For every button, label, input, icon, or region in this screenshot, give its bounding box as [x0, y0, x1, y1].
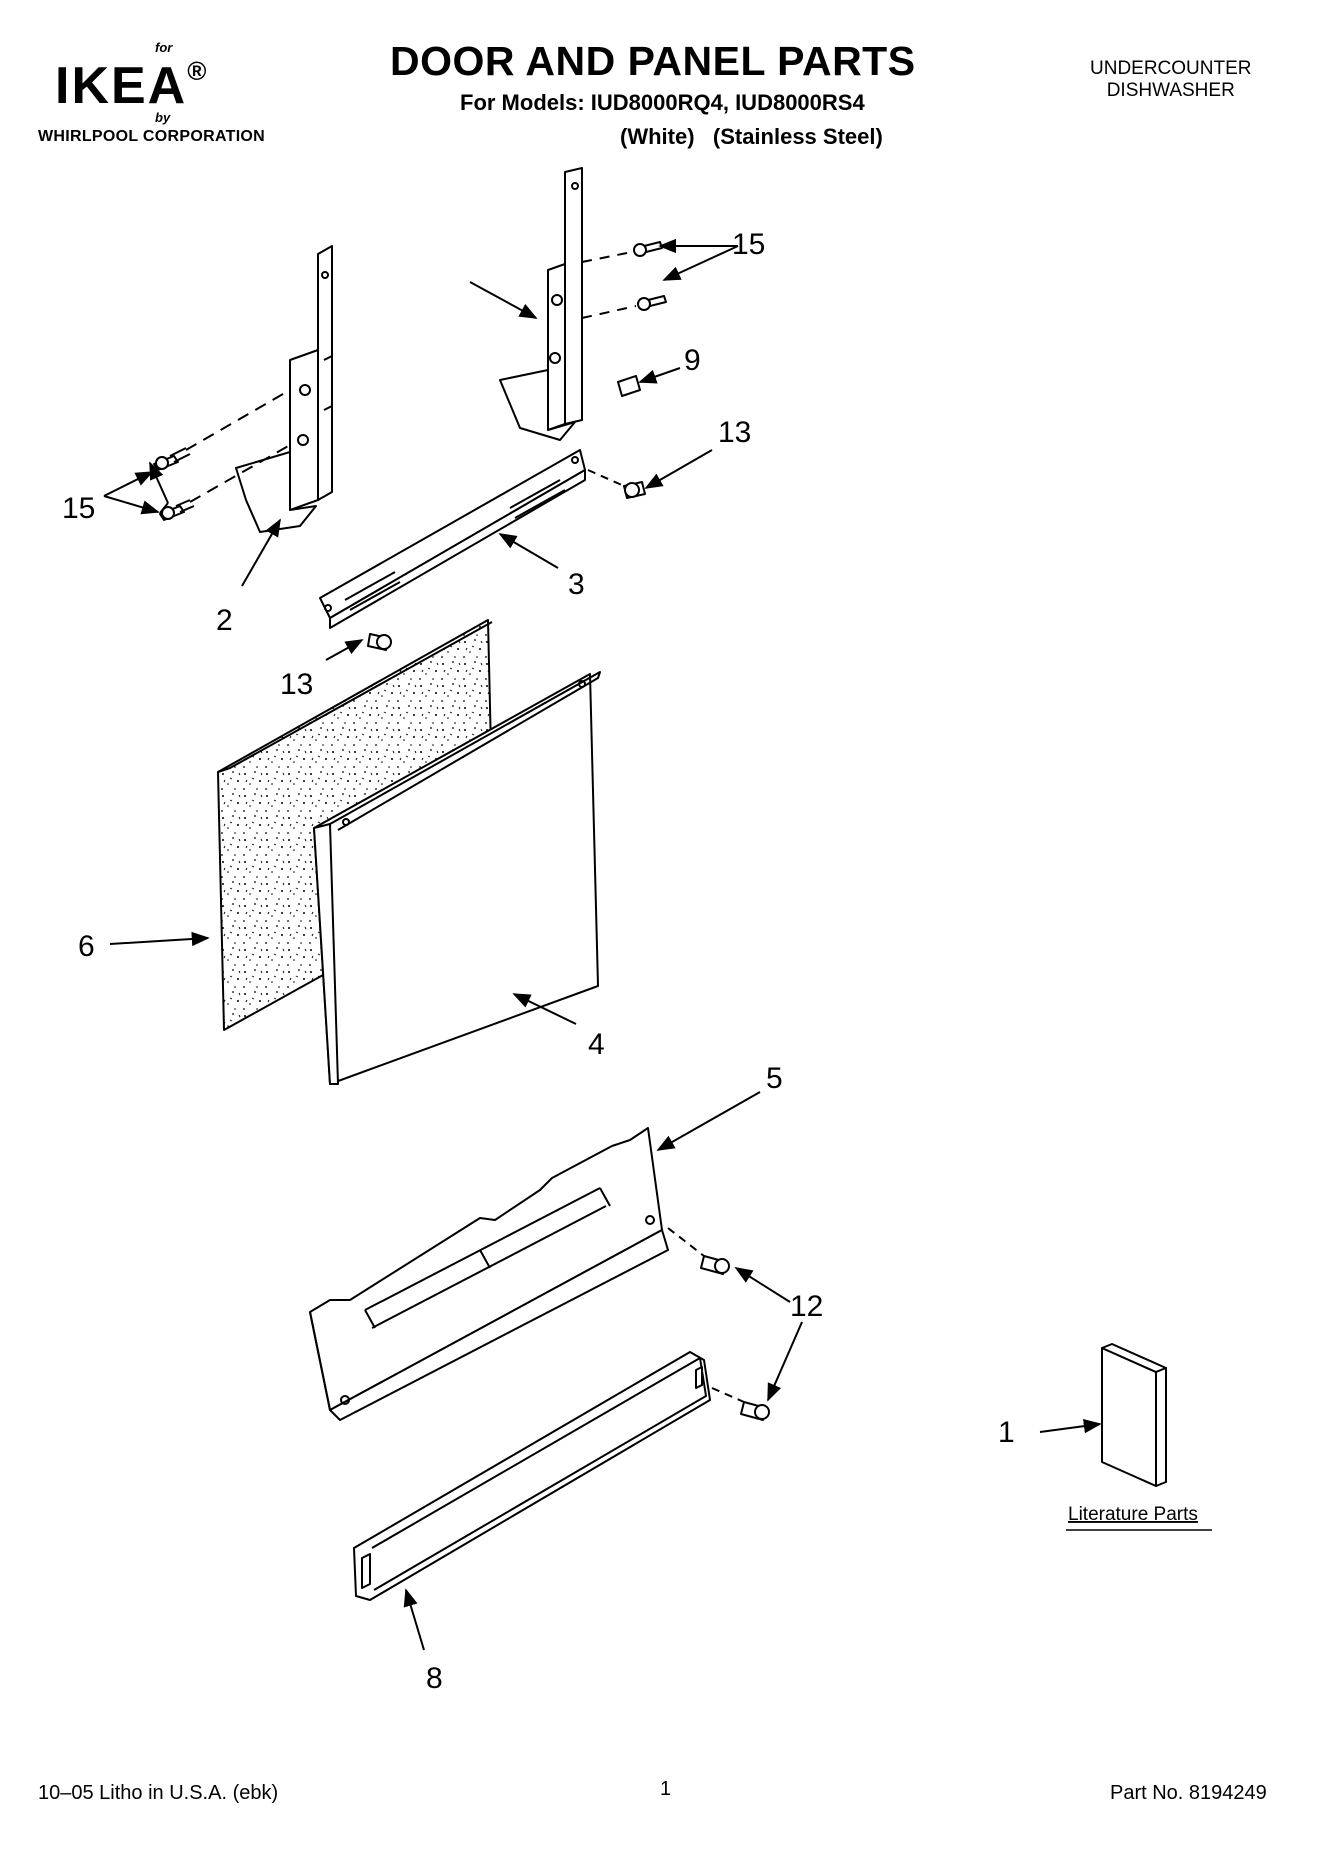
callout-6: 6	[78, 930, 95, 963]
registered-mark: ®	[187, 56, 209, 86]
brand-by-text: by	[155, 110, 171, 125]
callout-15-right: 15	[732, 228, 765, 261]
page-number: 1	[660, 1778, 672, 1800]
callout-9: 9	[684, 344, 701, 377]
clip-part-9	[617, 375, 641, 397]
screw-12-lower	[740, 1401, 770, 1421]
rail-bracket	[319, 449, 586, 629]
callout-3: 3	[568, 568, 585, 601]
callout-1: 1	[998, 1416, 1015, 1449]
callout-5: 5	[766, 1062, 783, 1095]
screw-12-upper	[700, 1255, 730, 1275]
litho-note: 10–05 Litho in U.S.A. (ebk)	[38, 1782, 279, 1804]
screw-15-left-upper	[153, 447, 191, 471]
ikea-logo: IKEA®	[55, 56, 208, 116]
literature-parts-label: Literature Parts	[1068, 1504, 1198, 1525]
product-type: UNDERCOUNTER DISHWASHER	[1090, 58, 1252, 102]
door-panel	[313, 671, 601, 1085]
screw-15-left-lower	[159, 499, 195, 521]
toe-panel	[309, 1127, 669, 1421]
brand-for-text: for	[155, 40, 173, 55]
callout-13-left: 13	[280, 668, 313, 701]
brand-name: IKEA	[55, 57, 188, 115]
literature-book	[1101, 1343, 1167, 1487]
variants-line: (White) (Stainless Steel)	[620, 124, 883, 149]
screw-13-right	[623, 481, 646, 499]
hinge-bracket-left	[235, 245, 333, 533]
screw-13-left	[367, 633, 392, 651]
screw-15-right-upper	[633, 241, 663, 257]
brand-corporation: WHIRLPOOL CORPORATION	[38, 128, 266, 145]
screw-15-right-lower	[637, 295, 667, 311]
hinge-bracket-right	[499, 167, 583, 441]
callout-4: 4	[588, 1028, 605, 1061]
product-type-line2: DISHWASHER	[1106, 80, 1235, 101]
page-title: DOOR AND PANEL PARTS	[390, 38, 916, 84]
models-line: For Models: IUD8000RQ4, IUD8000RS4	[460, 90, 865, 115]
callout-13-right: 13	[718, 416, 751, 449]
part-number: Part No. 8194249	[1110, 1782, 1267, 1804]
callout-2: 2	[216, 604, 233, 637]
product-type-line1: UNDERCOUNTER	[1090, 58, 1252, 79]
base-rail	[353, 1351, 711, 1601]
callout-8: 8	[426, 1662, 443, 1695]
callout-12: 12	[790, 1290, 823, 1323]
callout-15-left: 15	[62, 492, 95, 525]
